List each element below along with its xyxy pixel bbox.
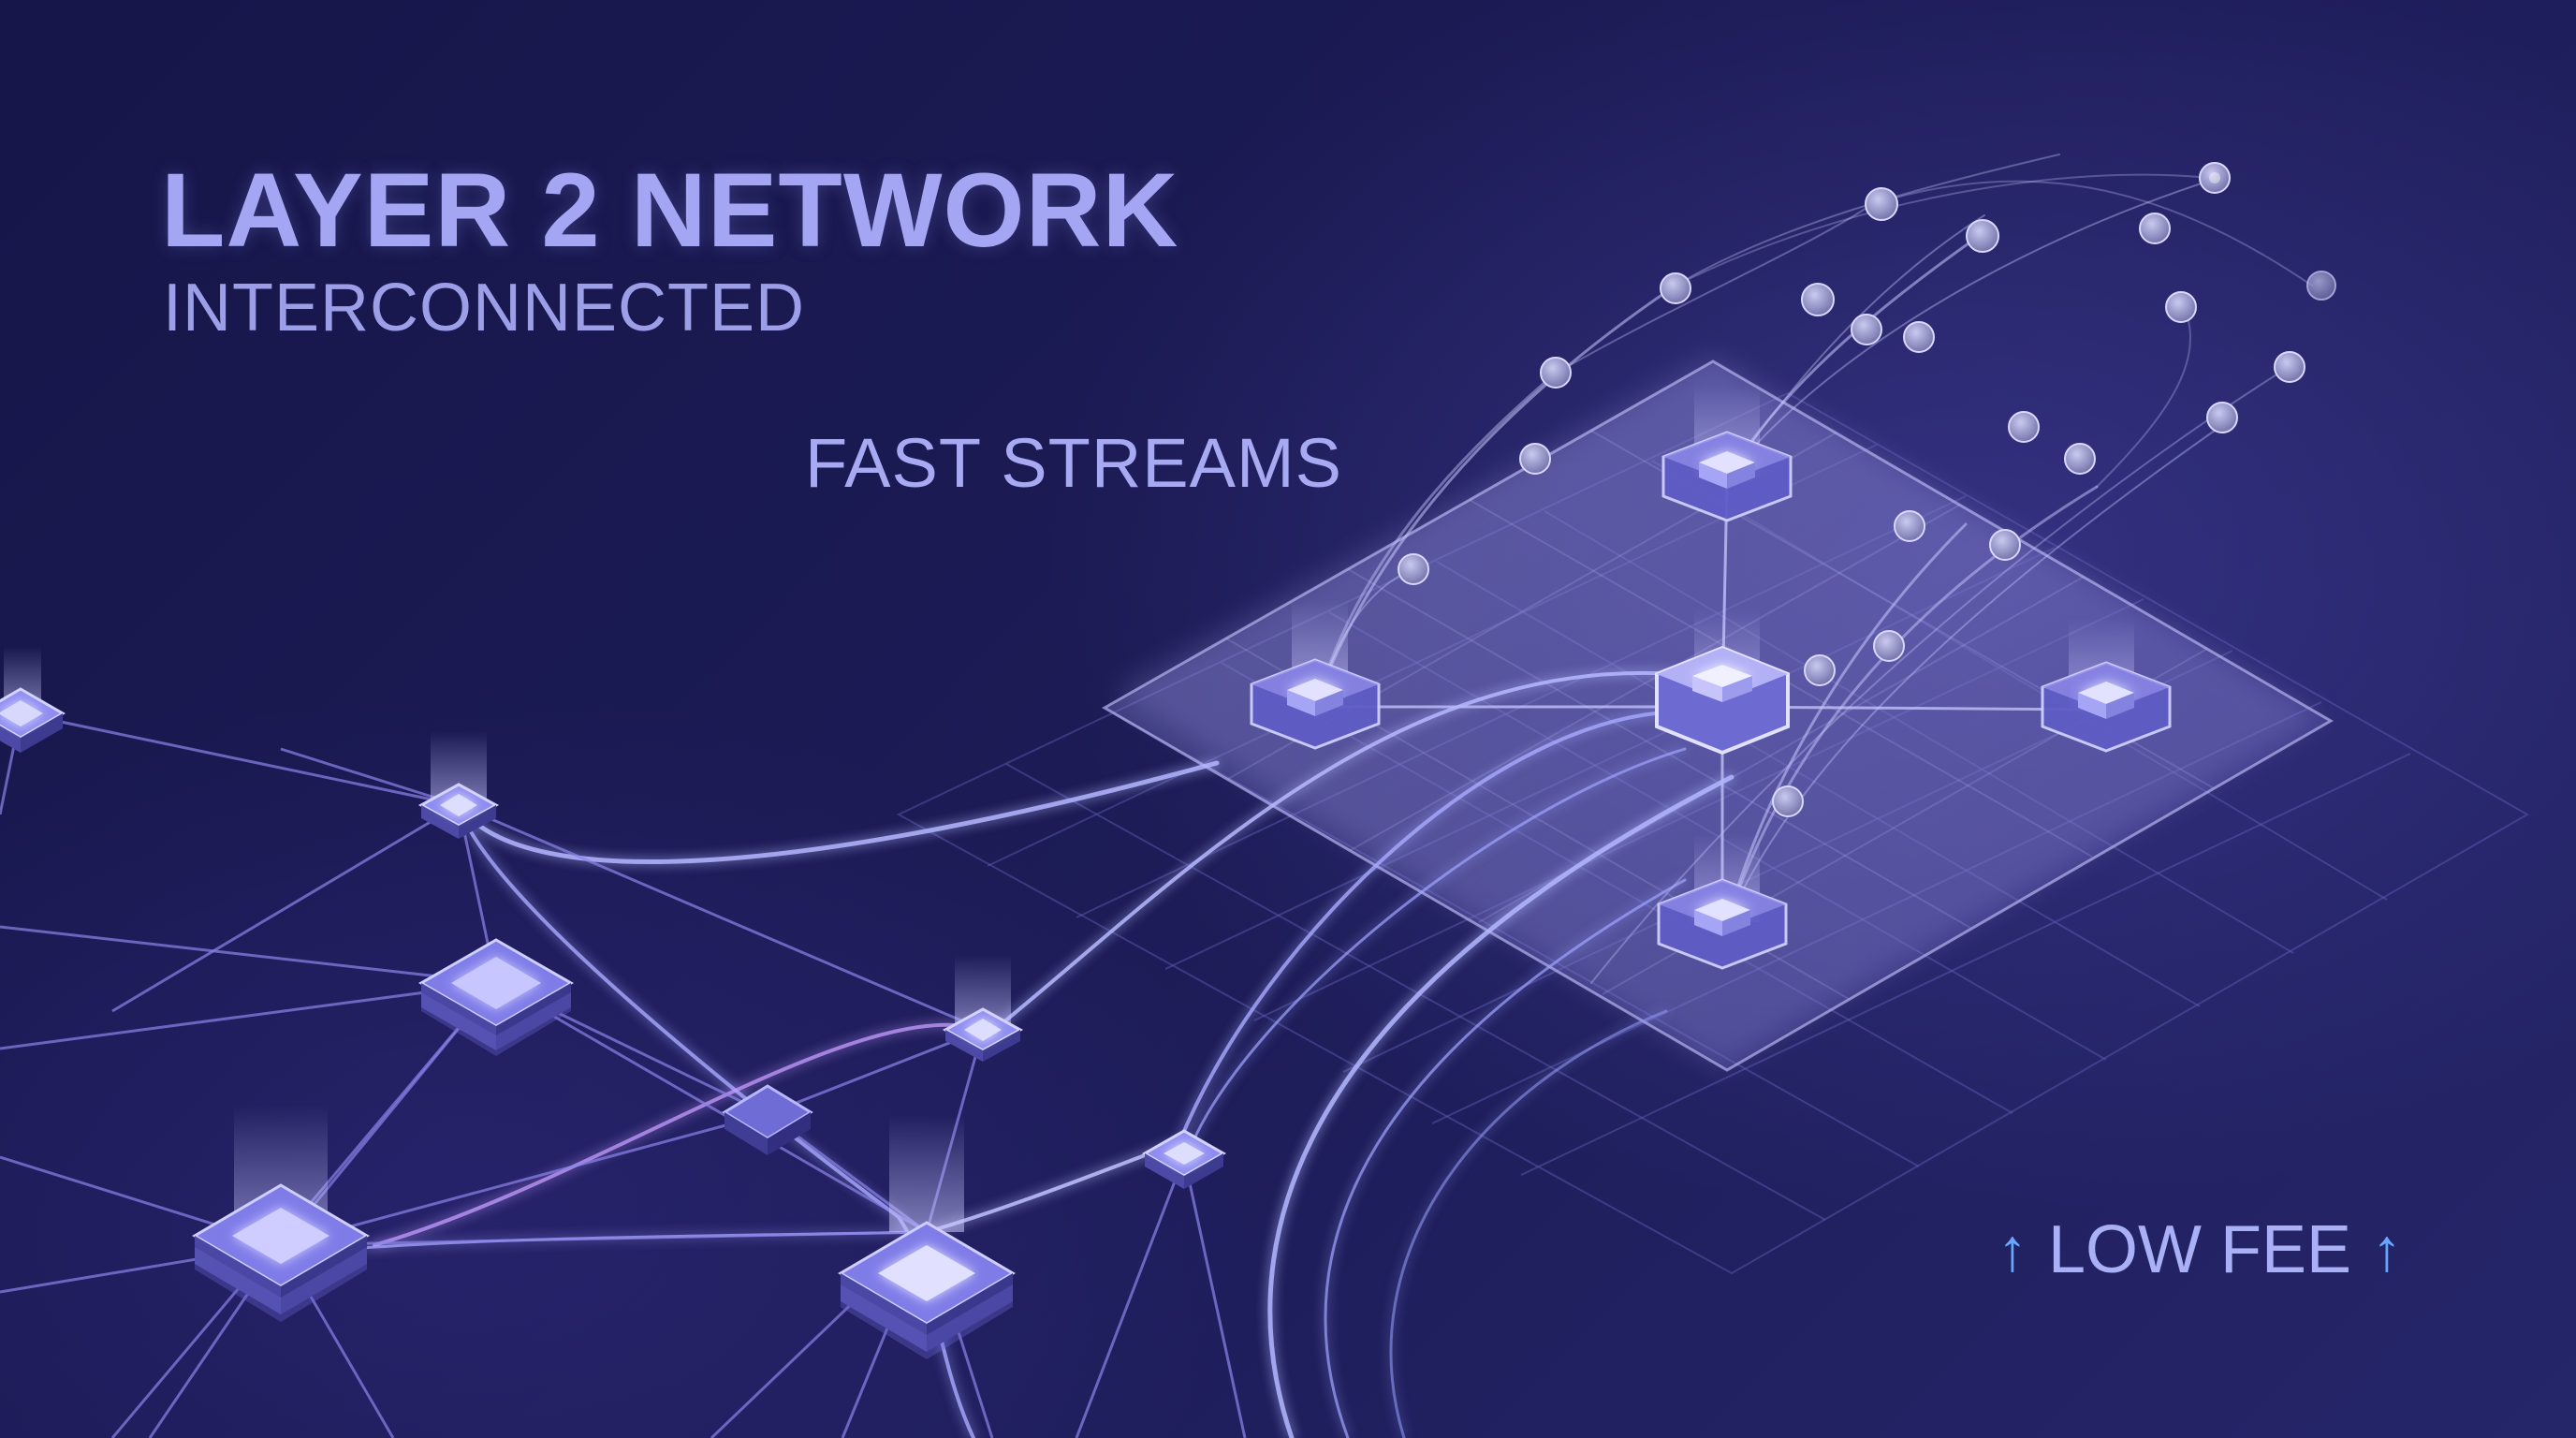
coin-icon <box>1873 630 1905 662</box>
chip-node-medium-1 <box>417 938 575 1056</box>
coin-icon <box>2199 162 2231 194</box>
low-fee-label: LOW FEE <box>2048 1212 2352 1287</box>
coin-icon <box>1865 187 1898 221</box>
hex-node-right <box>2041 661 2172 753</box>
coin-icon <box>1660 272 1691 304</box>
chip-node-small-4 <box>942 1007 1024 1062</box>
mesh-lines <box>0 712 1247 1438</box>
coin-icon <box>1903 321 1935 353</box>
coin-icon <box>1894 510 1925 542</box>
hex-node-center <box>1655 645 1790 756</box>
chip-node-small-2 <box>417 783 500 839</box>
coin-icon <box>2165 291 2197 323</box>
fast-streams-label: FAST STREAMS <box>805 424 1342 502</box>
page-subtitle: INTERCONNECTED <box>163 271 806 345</box>
coin-icon <box>1772 785 1804 817</box>
coin-icon <box>1540 357 1572 389</box>
coin-icon <box>1519 443 1551 475</box>
arrow-up-icon: ↑ <box>2372 1216 2403 1284</box>
hex-node-top <box>1661 431 1793 522</box>
chip-node-large-2 <box>838 1221 1016 1359</box>
coin-icon <box>2064 443 2096 475</box>
chip-node-small-1 <box>0 687 66 753</box>
low-fee-badge: ↑ LOW FEE ↑ <box>1998 1211 2402 1288</box>
coin-icon <box>2139 213 2171 244</box>
arrow-up-icon: ↑ <box>1998 1216 2027 1284</box>
coin-icon <box>1851 314 1882 345</box>
coin-icon <box>2209 172 2220 183</box>
coin-icon <box>1989 529 2021 561</box>
coin-icon <box>1966 219 1999 253</box>
coin-icons <box>1398 162 2336 817</box>
hex-node-bottom <box>1657 878 1788 970</box>
hex-node-left <box>1250 658 1381 750</box>
coin-icon <box>2008 411 2040 443</box>
coin-icon <box>1804 654 1836 686</box>
coin-icon <box>2306 271 2336 301</box>
chip-node-large-1 <box>192 1183 370 1322</box>
coin-icon <box>2274 351 2305 383</box>
chip-node-small-5 <box>1141 1129 1227 1189</box>
chip-node-small-3 <box>722 1084 813 1155</box>
coin-icon <box>1398 553 1429 585</box>
page-title: LAYER 2 NETWORK <box>161 152 1179 269</box>
coin-icon <box>1801 283 1835 316</box>
coin-icon <box>2206 402 2238 433</box>
